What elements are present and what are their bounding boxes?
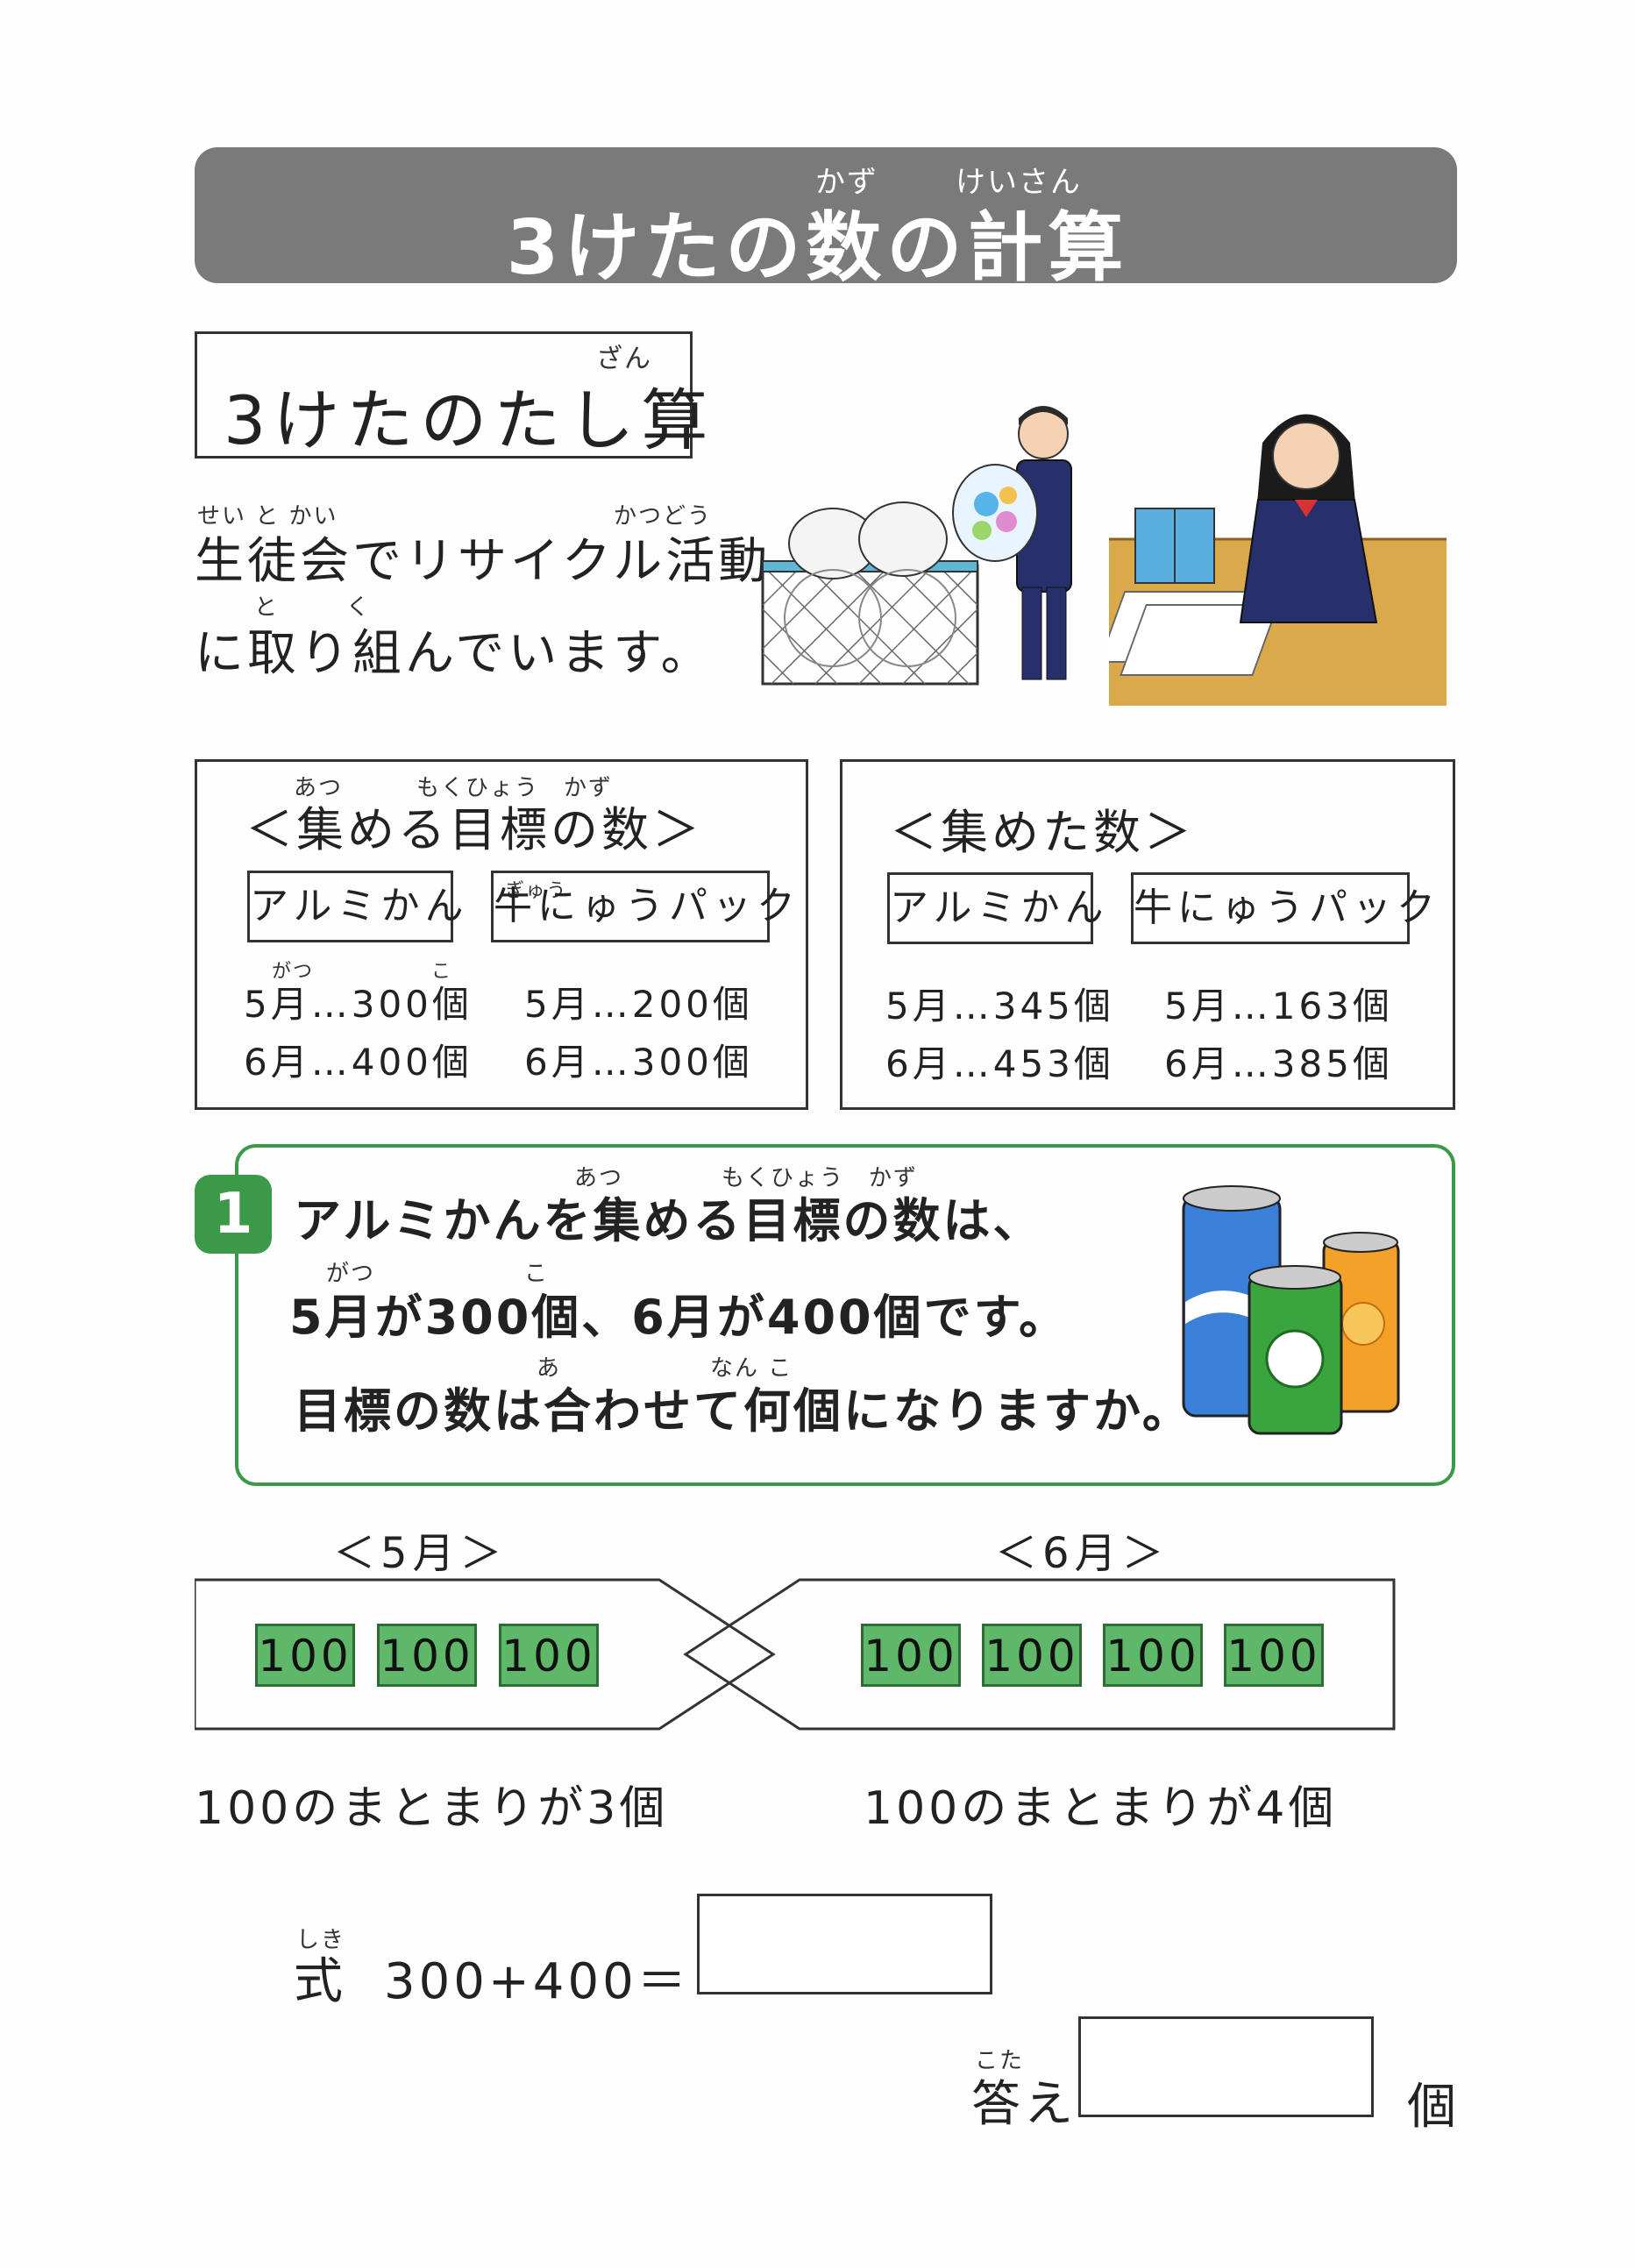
june-caption: 100のまとまりが4個 (864, 1782, 1338, 1835)
intro-ruby-to: と (254, 594, 280, 621)
intro-ruby-seitokai: せい と かい (197, 503, 338, 530)
lesson-heading-box (195, 331, 693, 459)
question-ruby-nanko: なん こ (710, 1355, 793, 1382)
target-milk-may: 5月…200個 (524, 983, 753, 1026)
collected-label-milk: 牛にゅうパック (1131, 872, 1435, 944)
drink-cans-illustration (1182, 1185, 1400, 1435)
answer-ruby: こた (975, 2048, 1025, 2074)
target-panel-title: ＜集める目標の数＞ (245, 802, 703, 857)
june-block-2: 100 (982, 1624, 1082, 1687)
student-girl-illustration (1109, 414, 1447, 706)
lesson-ruby: ざん (596, 344, 652, 374)
target-ko-ruby: こ (431, 961, 453, 983)
question-number-badge: 1 (195, 1175, 272, 1254)
target-panel (195, 759, 808, 1110)
intro-ruby-katsudou: かつどう (614, 503, 713, 530)
may-block-3: 100 (499, 1624, 599, 1687)
collected-panel (840, 759, 1455, 1110)
target-aluminum-june: 6月…400個 (244, 1041, 473, 1084)
target-panel-ruby: あつ もくひょう かず (294, 775, 614, 801)
month-diagram-frame (195, 1578, 1396, 1731)
collected-milk-may: 5月…163個 (1164, 985, 1393, 1027)
page-title: 3けたの数の計算 (506, 204, 1129, 292)
question-ruby-1: あつ もくひょう かず (574, 1165, 919, 1191)
target-label-aluminum: アルミかん (247, 871, 464, 942)
may-block-2: 100 (377, 1624, 477, 1687)
title-banner (195, 147, 1457, 283)
recycle-bins-illustration (761, 501, 979, 686)
answer-unit: 個 (1407, 2079, 1456, 2136)
june-label: ＜6月＞ (995, 1529, 1169, 1578)
june-block-1: 100 (861, 1624, 961, 1687)
student-boy-illustration (952, 406, 1072, 680)
intro-line-1: 生徒会でリサイクル活動 (195, 533, 771, 590)
formula-label: 式 (294, 1953, 343, 2010)
june-block-3: 100 (1103, 1624, 1203, 1687)
formula-ruby: しき (296, 1927, 346, 1953)
intro-ruby-ku: く (346, 594, 372, 621)
may-block-1: 100 (255, 1624, 355, 1687)
collected-aluminum-june: 6月…453個 (885, 1042, 1114, 1085)
formula-answer-input[interactable] (697, 1894, 992, 1994)
title-ruby-keisan: けいさん (956, 165, 1082, 200)
answer-input[interactable] (1078, 2016, 1374, 2117)
question-line-2: 5月が300個、6月が400個です。 (289, 1290, 1070, 1345)
question-line-3: 目標の数は合わせて何個になりますか。 (294, 1383, 1192, 1439)
question-ruby-gatsu: がつ (326, 1261, 376, 1287)
target-aluminum-may: 5月…300個 (244, 983, 473, 1026)
answer-label: 答え (971, 2076, 1077, 2133)
may-label: ＜5月＞ (333, 1529, 508, 1578)
target-month-ruby: がつ (272, 961, 315, 983)
formula-expression: 300+400＝ (384, 1953, 690, 2010)
question-box (235, 1144, 1455, 1486)
question-ruby-ko: こ (524, 1261, 550, 1287)
collected-label-aluminum: アルミかん (887, 872, 1104, 944)
collected-aluminum-may: 5月…345個 (885, 985, 1114, 1027)
collected-milk-june: 6月…385個 (1164, 1042, 1393, 1085)
target-label-milk-ruby: ぎゅう (505, 880, 568, 902)
target-label-milk: 牛にゅうパック (491, 871, 795, 942)
may-caption: 100のまとまりが3個 (195, 1782, 669, 1835)
june-block-4: 100 (1224, 1624, 1324, 1687)
title-ruby-kazu: かず (815, 165, 878, 200)
target-milk-june: 6月…300個 (524, 1041, 753, 1084)
intro-line-2: に取り組んでいます。 (195, 625, 714, 682)
question-ruby-a: あ (537, 1355, 562, 1382)
question-line-1: アルミかんを集める目標の数は、 (294, 1193, 1043, 1248)
lesson-heading: 3けたのたし算 (224, 381, 715, 459)
collected-panel-title: ＜集めた数＞ (890, 805, 1195, 860)
